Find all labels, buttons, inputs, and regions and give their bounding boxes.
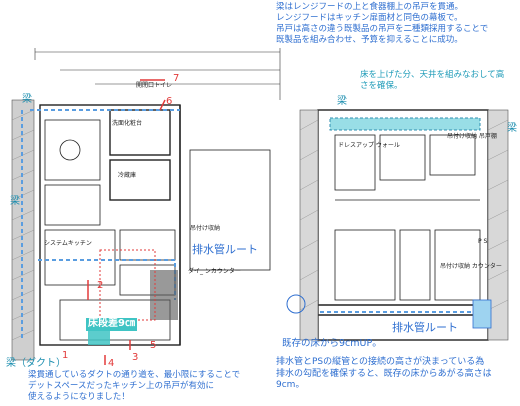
drain-route-label-right: 排水管ルート bbox=[392, 321, 458, 334]
marker-number-7: 7 bbox=[173, 73, 180, 84]
counter-label: ダイ_ ンカウンター bbox=[188, 268, 241, 275]
floor-up-note: 既存の床から9cmUP。 bbox=[282, 338, 382, 349]
marker-number-3: 3 bbox=[132, 352, 139, 363]
marker-number-5: 5 bbox=[150, 340, 157, 351]
label-dress-up-wall: ドレスアップ ウォール bbox=[338, 142, 400, 149]
drain-note-line-2: 排水の勾配を確保すると、既存の床からあがる高さは bbox=[276, 368, 492, 379]
room-label-wash: 洗面化粧台 bbox=[112, 120, 143, 127]
label-shelf-top: 吊付け収納 吊戸棚 bbox=[447, 133, 497, 140]
top-note-line-1: 梁はレンジフードの上と食器棚上の吊戸を貫通。 bbox=[276, 2, 464, 12]
drain-route-label-left: 排水管ルート bbox=[192, 243, 258, 256]
beam-label-right-left: 梁 bbox=[337, 96, 347, 107]
floor-step-label: 床段差9㎝ bbox=[86, 318, 137, 331]
shelf-label: 吊付け収納 bbox=[190, 225, 221, 232]
marker-number-6: 6 bbox=[166, 96, 173, 107]
drain-note-line-3: 9cm。 bbox=[276, 380, 305, 391]
duct-note: 梁貫通しているダクトの通り道を、最小限にすることで デットスペースだったキッチン… bbox=[28, 370, 241, 404]
drain-note-line-1: 排水管とPSの縦管との接続の高さが決まっている為 bbox=[276, 357, 485, 367]
marker-number-1: 1 bbox=[62, 350, 69, 361]
marker-number-2: 2 bbox=[97, 280, 104, 291]
marker-number-4: 4 bbox=[108, 358, 115, 369]
label-counter: 吊付け収納 カウンター bbox=[440, 263, 502, 270]
top-note-line-2: レンジフードはキッチン扉面材と同色の幕板で。 bbox=[276, 13, 463, 24]
label-ps: P S bbox=[478, 238, 488, 245]
duct-note-line-2: デットスペースだったキッチン上の吊戸が有効に bbox=[28, 381, 214, 392]
duct-note-line-3: 使えるようになりました！ bbox=[28, 392, 130, 403]
beam-label-left-mid: 梁 bbox=[10, 196, 20, 207]
room-label-toilet: 開閉口トイレ bbox=[136, 82, 173, 89]
drain-note: 排水管とPSの縦管との接続の高さが決まっている為 排水の勾配を確保すると、既存の… bbox=[276, 357, 492, 392]
duct-note-line-1: 梁貫通しているダクトの通り道を、最小限にすることで bbox=[28, 370, 241, 380]
top-note-line-3: 吊戸は高さの違う既製品の吊戸を二種類採用することで bbox=[276, 24, 489, 35]
top-note-line-4: 既製品を組み合わせ、予算を抑えることに成功。 bbox=[276, 35, 463, 46]
ceiling-note-line-1: 床を上げた分、天井を組みなおして高 bbox=[360, 70, 505, 80]
kitchen-label: システムキッチン bbox=[44, 240, 92, 247]
ceiling-note: 床を上げた分、天井を組みなおして高 さを確保。 bbox=[360, 70, 504, 92]
beam-duct-label: 梁（ダクト） bbox=[6, 358, 66, 369]
room-label-fridge: 冷蔵庫 bbox=[118, 172, 137, 179]
ceiling-note-line-2: さを確保。 bbox=[360, 81, 403, 92]
beam-label-top: 梁 bbox=[22, 94, 32, 105]
beam-label-right-right: 梁 bbox=[507, 123, 517, 134]
beam-penetration-note: 梁はレンジフードの上と食器棚上の吊戸を貫通。 レンジフードはキッチン扉面材と同色… bbox=[276, 2, 488, 46]
